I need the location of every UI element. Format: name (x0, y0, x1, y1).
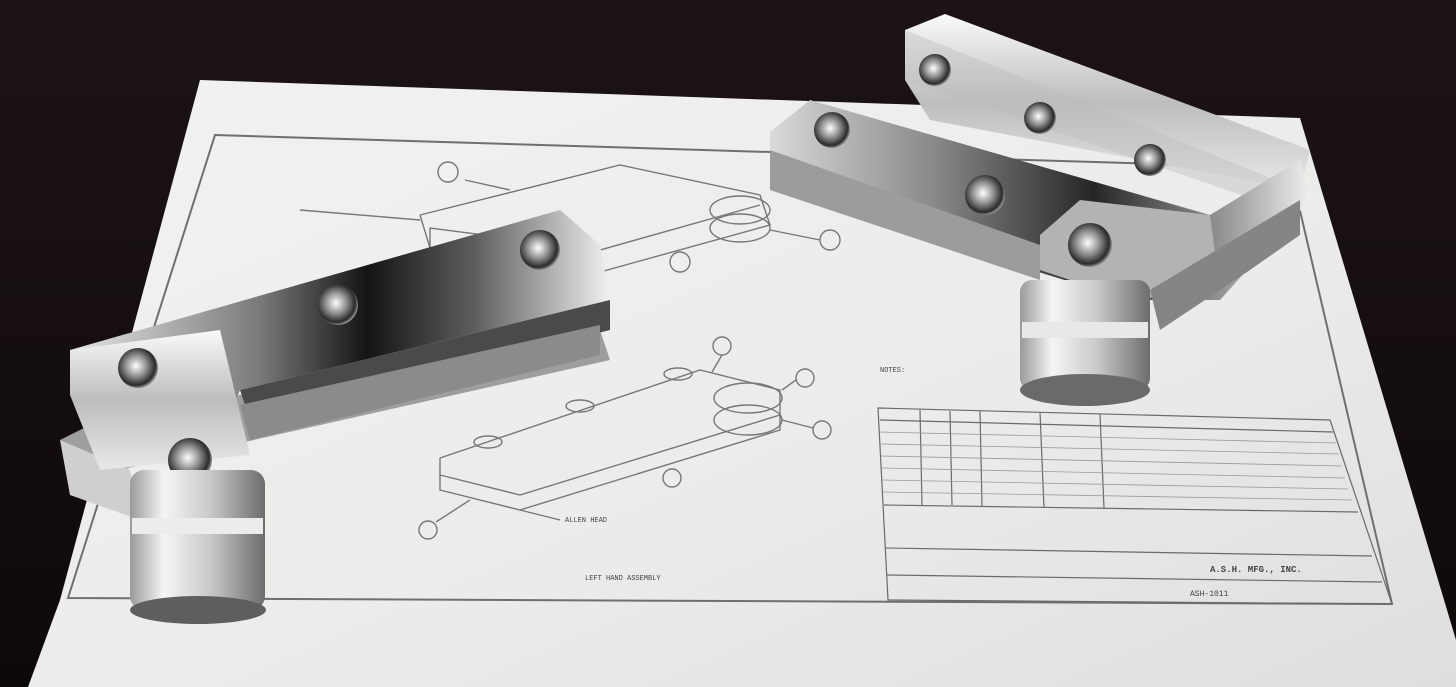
left-hinge (60, 210, 610, 624)
right-hinge (770, 14, 1310, 406)
drawing-view-label: LEFT HAND ASSEMBLY (585, 575, 661, 583)
title-block-company: A.S.H. MFG., INC. (1210, 565, 1302, 575)
technical-drawing (299, 161, 841, 540)
drawing-notes: NOTES: (880, 367, 905, 375)
drawing-callout: ALLEN HEAD (565, 517, 607, 525)
title-block-part-number: ASH-1011 (1190, 590, 1229, 599)
title-block (877, 407, 1393, 605)
